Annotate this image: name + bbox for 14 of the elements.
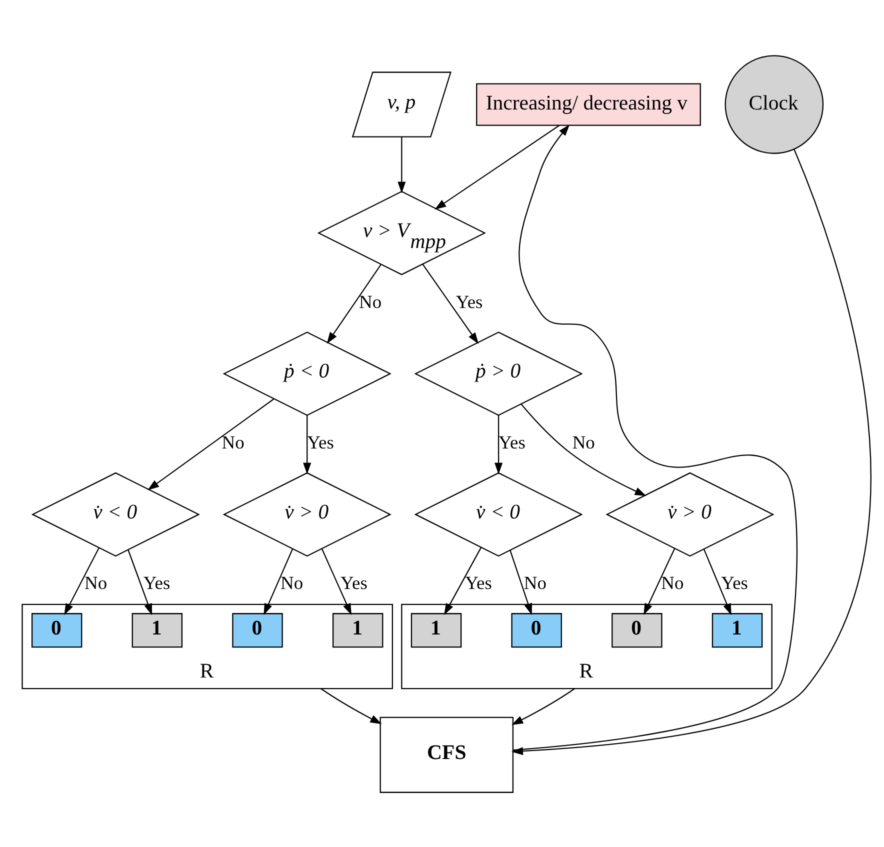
edge-label: No [572, 432, 595, 452]
edge-label: Yes [143, 572, 170, 593]
edge-label: Yes [721, 572, 748, 593]
edge-label: No [222, 432, 244, 452]
edge-label: Yes [340, 572, 368, 593]
edge-label: No [661, 572, 684, 593]
edge-label: Yes [456, 291, 483, 312]
edge-label: Yes [498, 432, 526, 452]
edge-label: Yes [465, 572, 492, 593]
edge-label: No [524, 572, 546, 593]
edge-label: No [84, 572, 108, 593]
edge-label: No [359, 291, 382, 312]
edge-label: No [280, 572, 304, 593]
edge-label: Yes [307, 432, 334, 452]
